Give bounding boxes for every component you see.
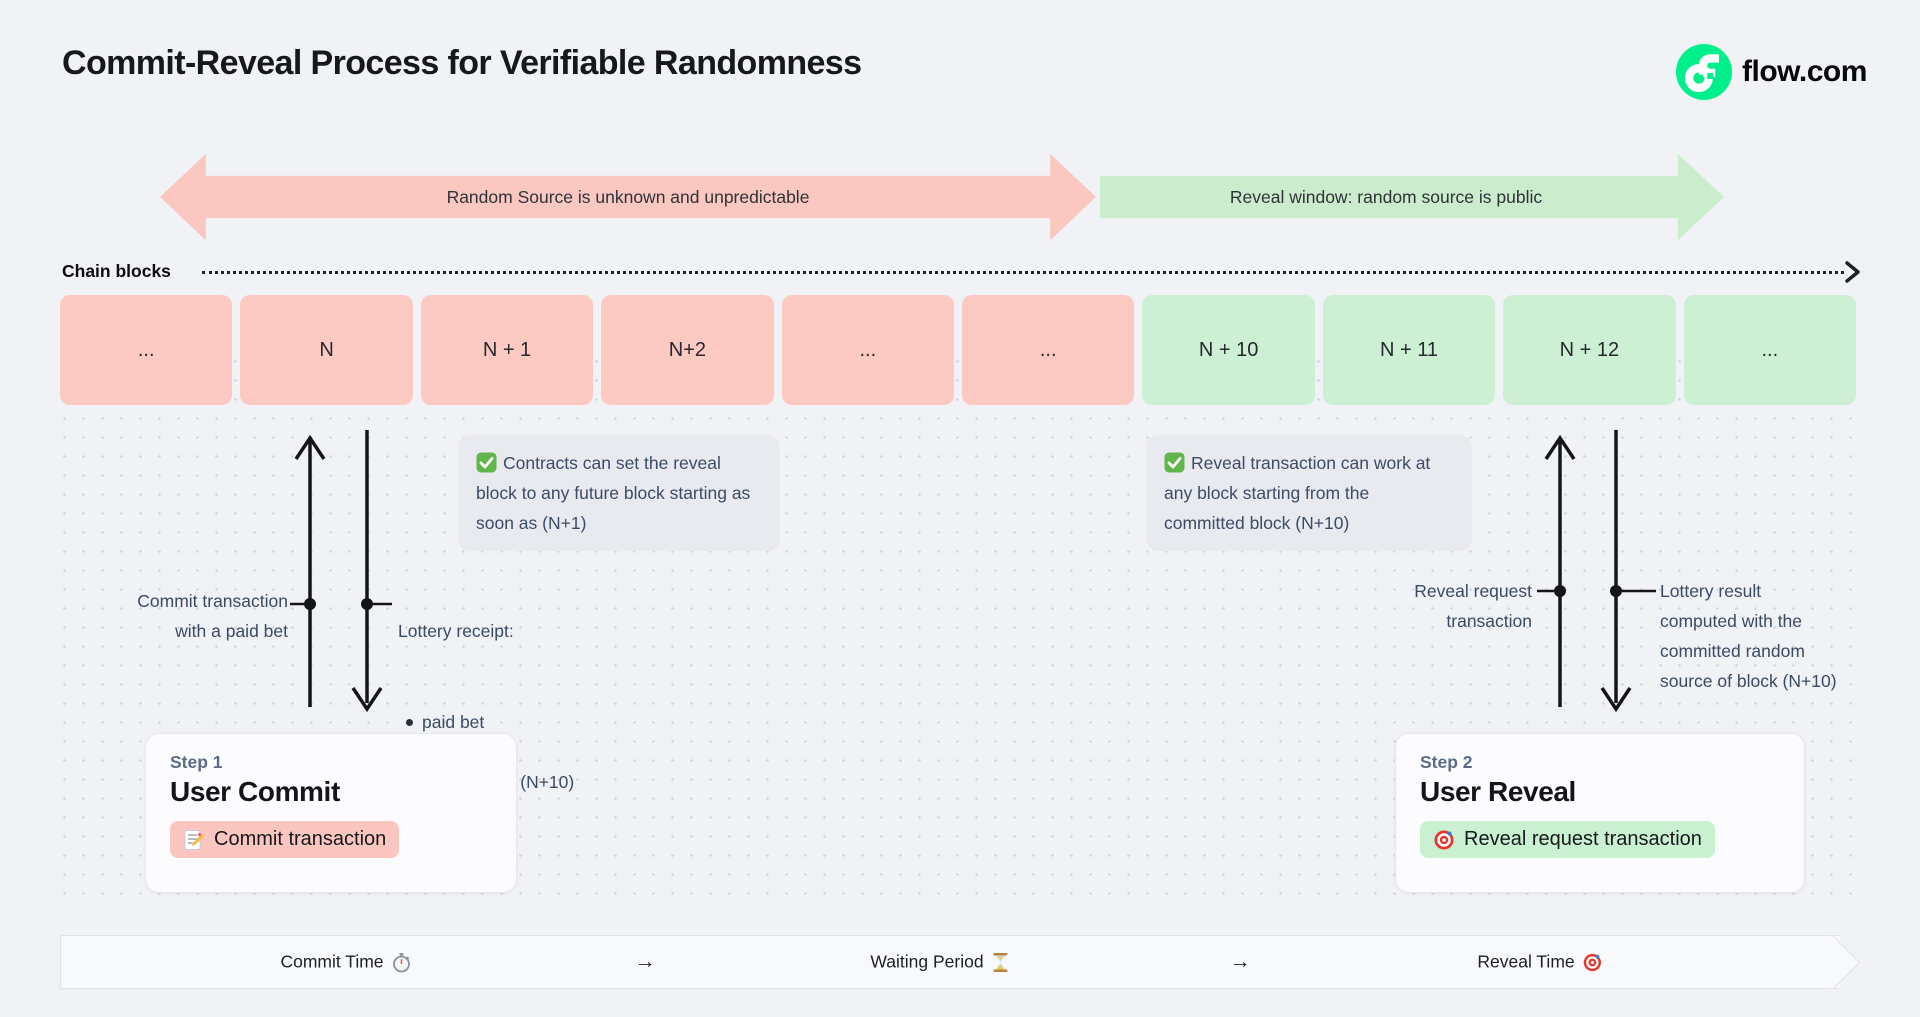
- lottery-receipt-item: paid bet: [398, 707, 574, 737]
- timeline-arrow: →: [634, 950, 656, 973]
- unknown-phase-banner: Random Source is unknown and unpredictab…: [160, 153, 1096, 241]
- note-reveal-window-text: Reveal transaction can work at any block…: [1164, 453, 1431, 533]
- step-1-card: Step 1 User Commit Commit transaction: [145, 733, 517, 893]
- memo-icon: [183, 829, 205, 851]
- stopwatch-icon: [392, 952, 412, 972]
- note-reveal-window: Reveal transaction can work at any block…: [1146, 435, 1472, 551]
- commit-transaction-badge: Commit transaction: [170, 821, 400, 858]
- brand: flow.com: [1676, 44, 1867, 100]
- chain-axis-line: [202, 271, 1844, 274]
- reveal-request-label: Reveal request transaction: [1414, 581, 1532, 631]
- commit-transaction-badge-label: Commit transaction: [214, 828, 387, 850]
- timeline-commit-time-label: Commit Time: [280, 951, 384, 972]
- reveal-request-badge: Reveal request transaction: [1420, 821, 1715, 858]
- step-1-title: User Commit: [170, 776, 340, 807]
- chain-blocks-label: Chain blocks: [62, 261, 171, 281]
- flow-logo-icon: [1676, 44, 1732, 100]
- chain-block-N: N: [240, 295, 413, 405]
- step-2-card: Step 2 User Reveal Reveal request transa…: [1395, 733, 1805, 893]
- note-commit-window-text: Contracts can set the reveal block to an…: [476, 453, 751, 533]
- chain-block-N1: N + 1: [420, 295, 594, 405]
- brand-text: flow.com: [1742, 55, 1867, 88]
- check-icon: [1164, 452, 1185, 473]
- reveal-request-badge-label: Reveal request transaction: [1464, 828, 1702, 850]
- commit-transaction-label: Commit transaction with a paid bet: [137, 591, 288, 641]
- timeline-waiting-period: Waiting Period: [870, 952, 1009, 973]
- timeline-reveal-time: Reveal Time: [1477, 952, 1602, 973]
- chain-block: ...: [781, 295, 954, 405]
- step-2-title: User Reveal: [1420, 776, 1576, 807]
- reveal-window-banner: Reveal window: random source is public: [1100, 153, 1724, 241]
- timeline-arrow: →: [1229, 950, 1251, 973]
- chain-block: ...: [1683, 295, 1856, 405]
- chain-axis-arrowhead-icon: [1844, 260, 1862, 284]
- lottery-result-label: Lottery result computed with the committ…: [1660, 581, 1837, 691]
- reveal-window-label: Reveal window: random source is public: [1229, 186, 1543, 207]
- step-2-label: Step 2: [1420, 752, 1473, 772]
- target-icon: [1433, 829, 1455, 851]
- note-commit-window: Contracts can set the reveal block to an…: [458, 435, 780, 551]
- chain-blocks-row: ... N N + 1 N+2 ... ... N + 10 N + 11 N …: [60, 295, 1856, 405]
- target-icon: [1583, 952, 1603, 972]
- chain-block-N12: N + 12: [1503, 295, 1676, 405]
- chain-block-N11: N + 11: [1322, 295, 1496, 405]
- chain-block: ...: [961, 295, 1135, 405]
- timeline-waiting-period-label: Waiting Period: [870, 951, 984, 972]
- lottery-receipt-title: Lottery receipt:: [398, 621, 514, 641]
- chain-block-N2: N+2: [601, 295, 774, 405]
- chain-block: ...: [60, 295, 233, 405]
- step-1-label: Step 1: [170, 752, 223, 772]
- timeline-bar: [60, 935, 1840, 989]
- chain-block-N10: N + 10: [1142, 295, 1315, 405]
- hourglass-icon: [992, 952, 1010, 972]
- check-icon: [476, 452, 497, 473]
- timeline-commit-time: Commit Time: [280, 952, 411, 973]
- unknown-phase-label: Random Source is unknown and unpredictab…: [446, 186, 810, 207]
- page-title: Commit-Reveal Process for Verifiable Ran…: [62, 44, 862, 82]
- timeline-reveal-time-label: Reveal Time: [1477, 951, 1575, 972]
